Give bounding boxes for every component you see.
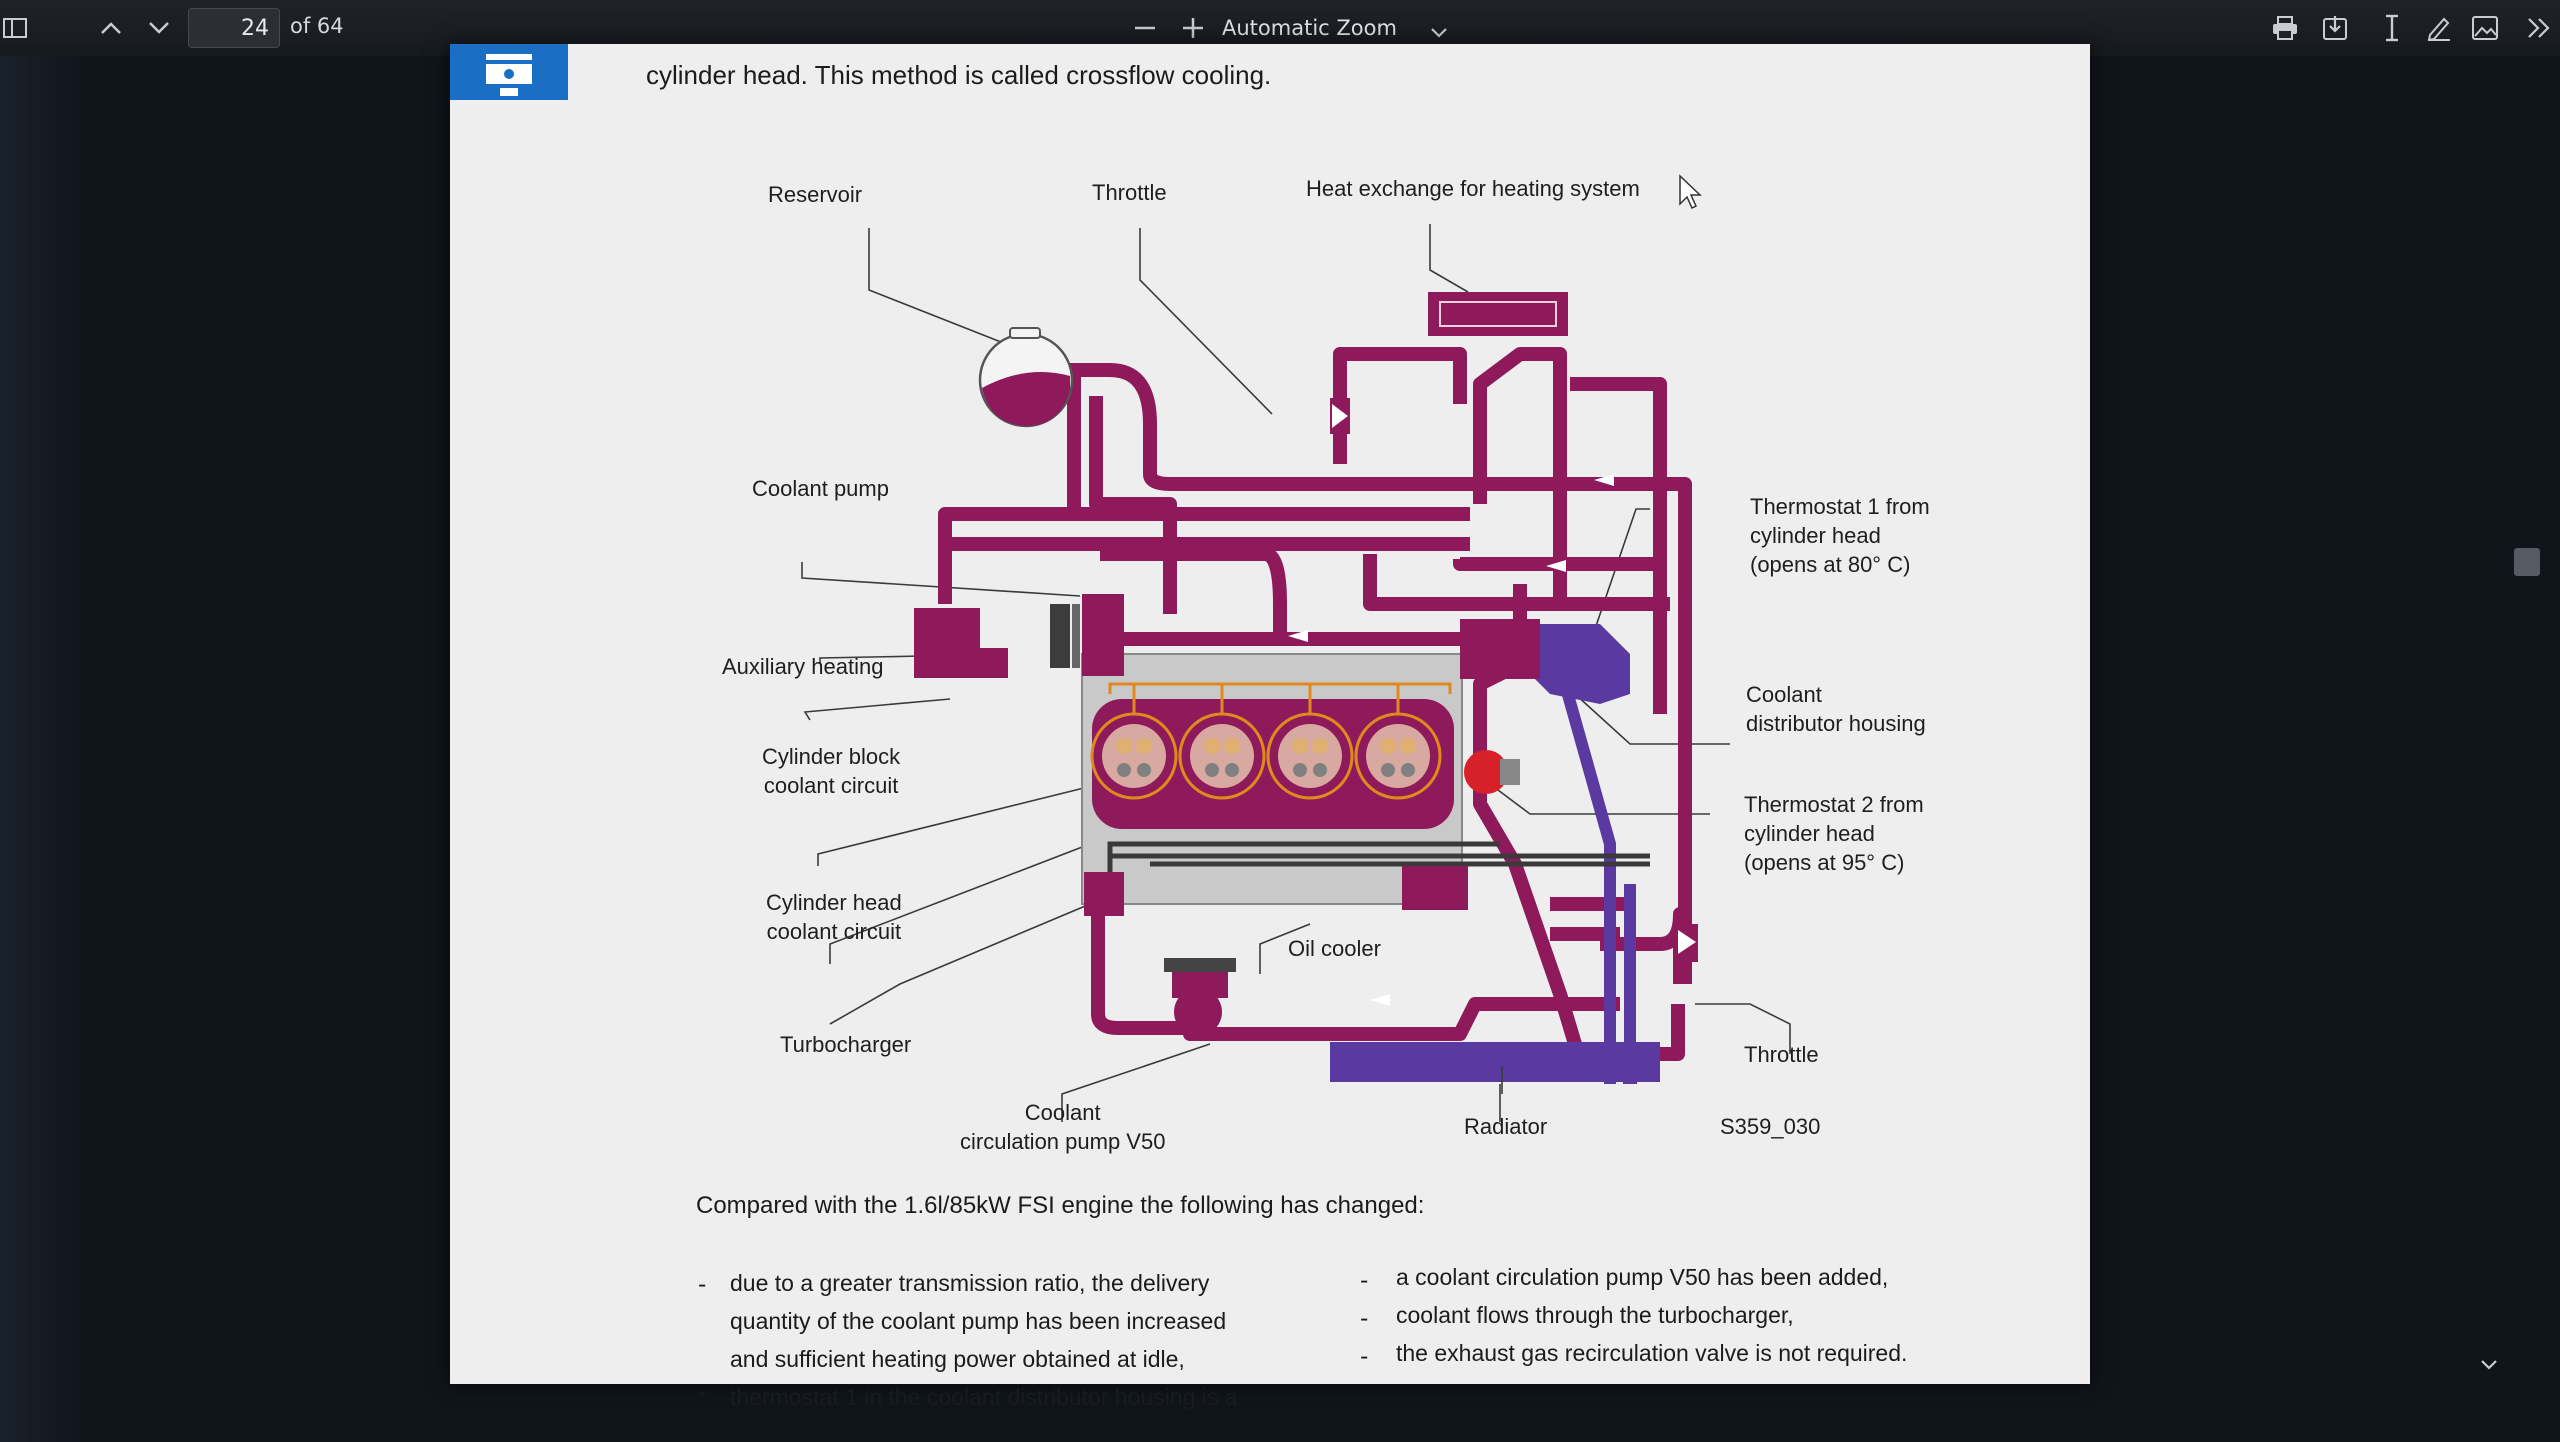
- pdf-page: cylinder head. This method is called cro…: [450, 44, 2090, 1410]
- compared-heading: Compared with the 1.6l/85kW FSI engine t…: [696, 1192, 1425, 1219]
- label-throttle-bottom: Throttle: [1744, 1042, 1819, 1067]
- label-figure-id: S359_030: [1720, 1114, 1821, 1139]
- tools-menu-button[interactable]: [2524, 8, 2554, 48]
- cylinder-head-circuit: [1107, 841, 1650, 884]
- heat-exchanger: [1428, 292, 1568, 336]
- label-coolant-pump: Coolant pump: [752, 476, 889, 501]
- mouse-cursor-icon: [1679, 174, 1702, 210]
- download-icon: [2322, 15, 2348, 41]
- label-reservoir: Reservoir: [768, 182, 863, 207]
- label-thermostat-2: Thermostat 2 from cylinder head (opens a…: [1744, 792, 1924, 875]
- zoom-select[interactable]: Automatic Zoom: [1222, 6, 1448, 50]
- image-button[interactable]: [2470, 8, 2500, 48]
- label-throttle-top: Throttle: [1092, 180, 1167, 205]
- cooling-system-diagram: [801, 174, 1791, 1122]
- double-chevron-right-icon: [2526, 17, 2552, 39]
- text-cursor-icon: [2384, 14, 2400, 42]
- label-thermostat-1: Thermostat 1 from cylinder head (opens a…: [1750, 494, 1930, 577]
- draw-button[interactable]: [2424, 8, 2454, 48]
- reservoir-tank: [978, 327, 1074, 428]
- label-circulation-pump-v50: Coolant circulation pump V50: [960, 1100, 1166, 1154]
- chevron-down-icon: [1430, 20, 1448, 44]
- bullet-dashes-right: ---: [1360, 1268, 1369, 1370]
- chevron-down-icon: [148, 21, 170, 35]
- scroll-down-icon[interactable]: [2480, 1356, 2498, 1375]
- label-oil-cooler: Oil cooler: [1288, 936, 1381, 961]
- label-cylinder-block: Cylinder block coolant circuit: [762, 744, 901, 798]
- leader-lines: [801, 224, 1791, 1122]
- throttle-valves: [1330, 398, 1698, 962]
- bullet-dash: -: [698, 1272, 707, 1298]
- label-radiator: Radiator: [1464, 1114, 1548, 1139]
- sidebar-toggle-button[interactable]: [0, 8, 30, 48]
- auxiliary-heater: [914, 608, 980, 678]
- pdf-toolbar: of 64 Automatic Zoom: [0, 0, 2560, 56]
- turbocharger-box: [1084, 872, 1124, 916]
- pen-icon: [2426, 15, 2452, 41]
- zoom-select-value: Automatic Zoom: [1222, 16, 1397, 40]
- label-heat-exchange: Heat exchange for heating system: [1306, 176, 1640, 201]
- print-button[interactable]: [2270, 8, 2300, 48]
- page-header-tab: [450, 44, 568, 100]
- print-icon: [2272, 16, 2298, 40]
- zoom-out-button[interactable]: [1128, 8, 1162, 48]
- bullet-list-left: due to a greater transmission ratio, the…: [730, 1270, 1238, 1410]
- page-number-input[interactable]: [188, 8, 280, 48]
- zoom-in-icon: [1182, 17, 1204, 39]
- intro-text: cylinder head. This method is called cro…: [646, 60, 1272, 90]
- oil-cooler: [1402, 866, 1468, 910]
- coolant-distributor: [1460, 619, 1630, 794]
- radiator-body: [1330, 1042, 1660, 1082]
- zoom-out-icon: [1134, 26, 1156, 30]
- cylinder-block: [1090, 682, 1454, 829]
- page-count-label: of 64: [290, 14, 344, 38]
- download-button[interactable]: [2320, 8, 2350, 48]
- label-auxiliary-heating: Auxiliary heating: [722, 654, 884, 679]
- image-icon: [2472, 16, 2498, 40]
- scrollbar-thumb[interactable]: [2514, 548, 2540, 576]
- sidebar-edge: [0, 56, 90, 1442]
- zoom-in-button[interactable]: [1176, 8, 1210, 48]
- flow-arrows: [1288, 474, 1614, 1006]
- circulation-pump-v50: [1164, 958, 1236, 1036]
- chevron-up-icon: [100, 21, 122, 35]
- engine-icon: [486, 54, 532, 96]
- next-page-button[interactable]: [144, 8, 174, 48]
- bullet-list-right: a coolant circulation pump V50 has been …: [1396, 1264, 1908, 1366]
- sidebar-toggle-icon: [3, 17, 27, 39]
- bullet-dash: -: [698, 1380, 707, 1406]
- label-turbocharger: Turbocharger: [780, 1032, 912, 1057]
- previous-page-button[interactable]: [96, 8, 126, 48]
- coolant-pump: [1050, 594, 1124, 676]
- label-cylinder-head: Cylinder head coolant circuit: [766, 890, 902, 944]
- text-tool-button[interactable]: [2380, 8, 2404, 48]
- label-coolant-distributor: Coolant distributor housing: [1746, 682, 1926, 736]
